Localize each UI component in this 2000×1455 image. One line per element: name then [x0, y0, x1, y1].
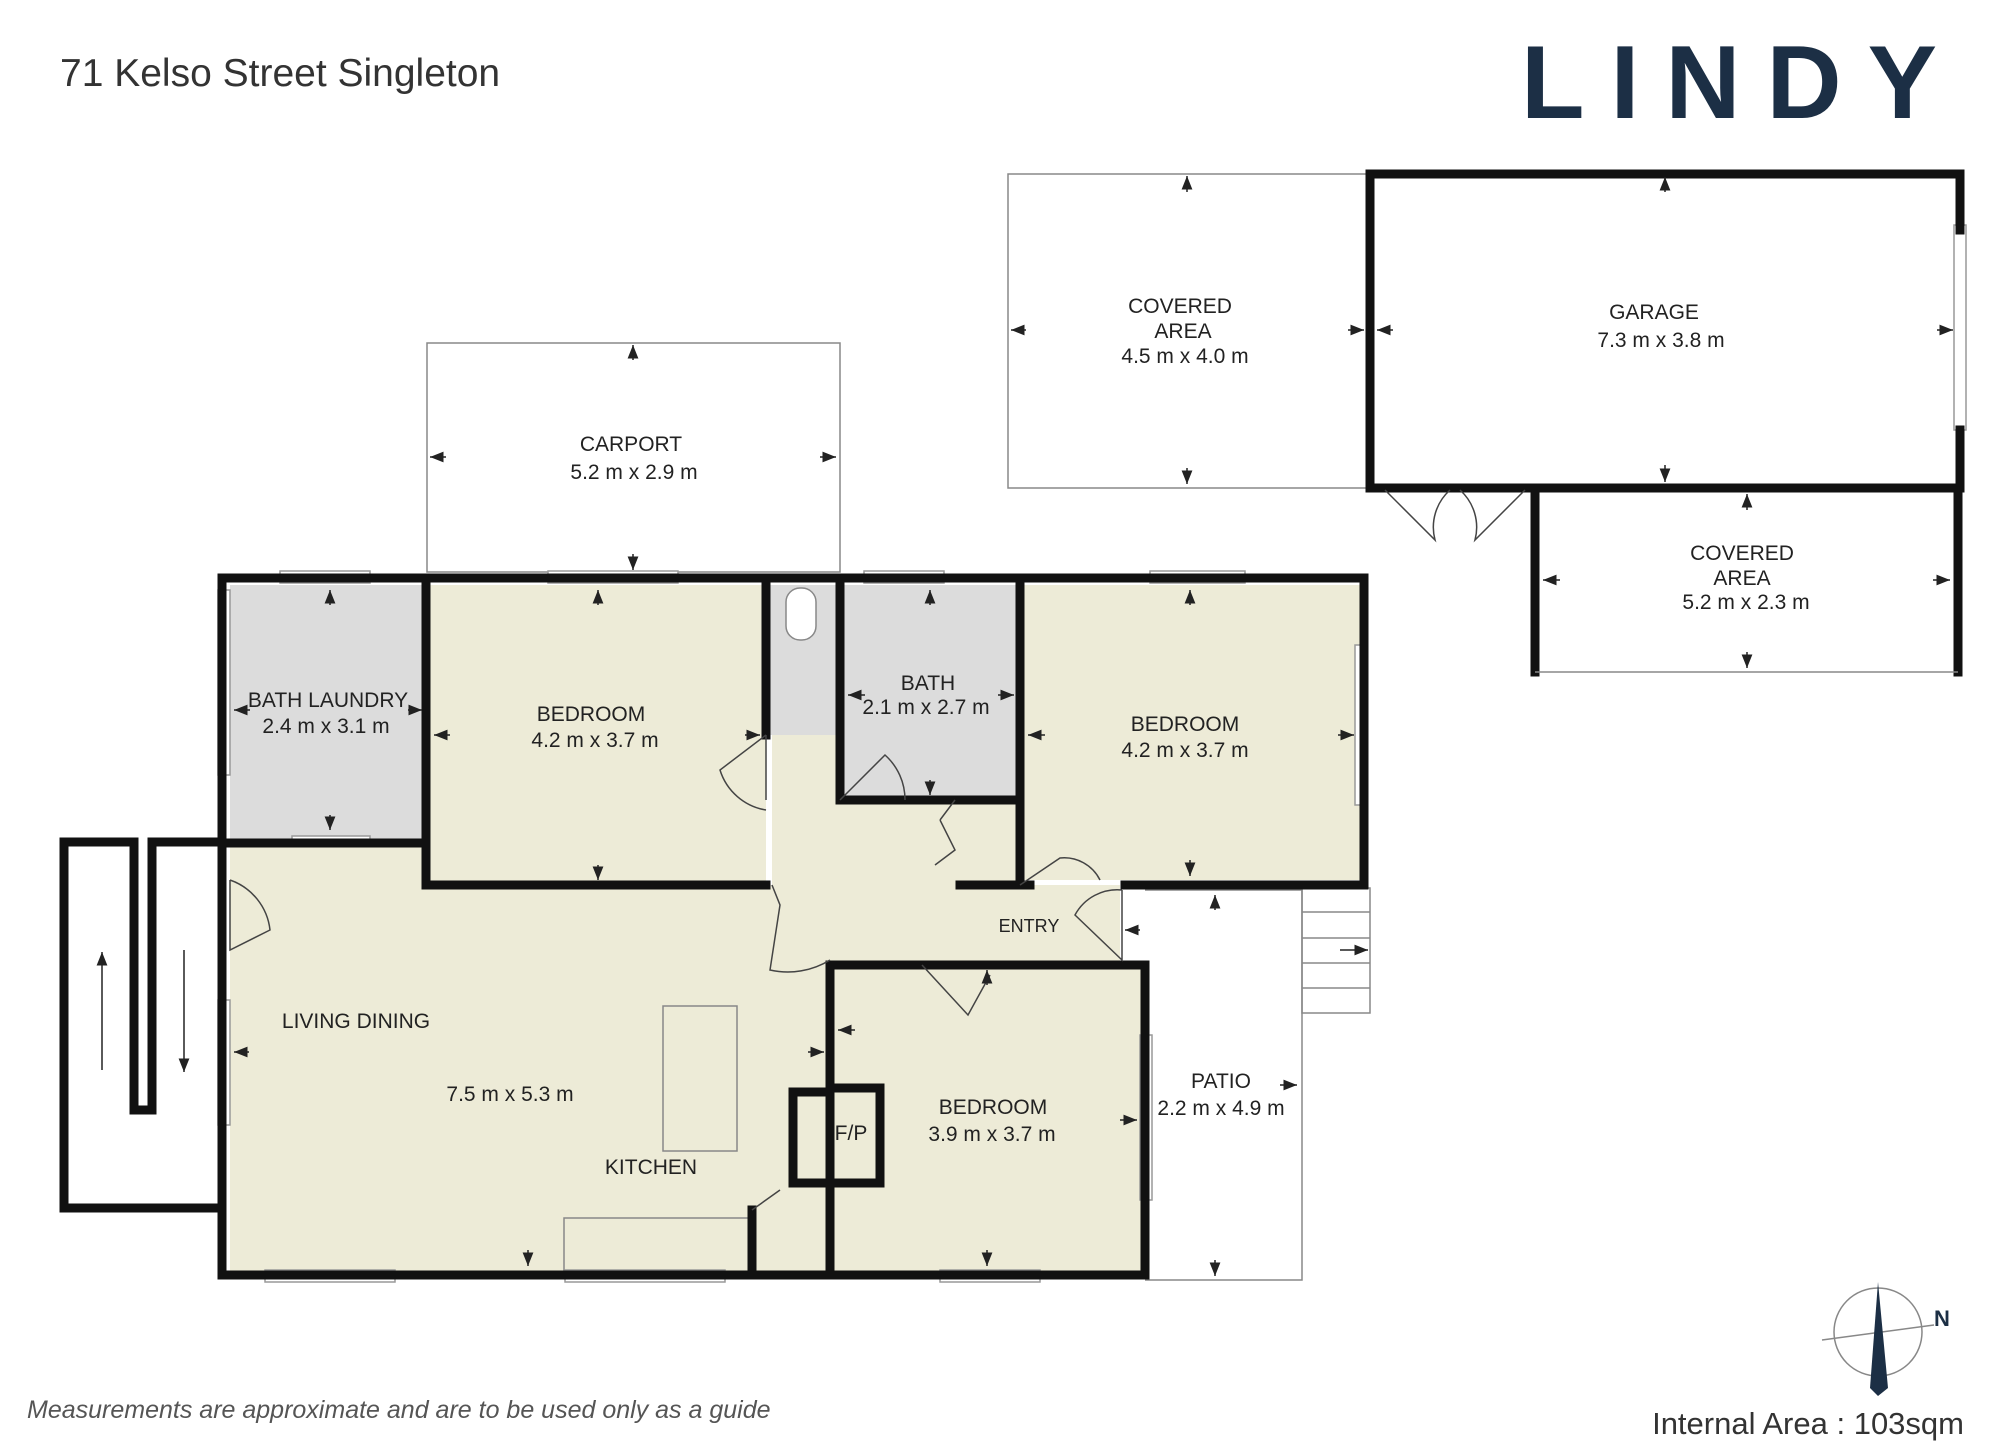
- internal-area-text: Internal Area : 103sqm: [1652, 1406, 1964, 1441]
- garage-wall: [1365, 169, 1965, 493]
- garage-size: 7.3 m x 3.8 m: [1597, 329, 1724, 352]
- bedroom-2-name: BEDROOM: [1131, 713, 1240, 736]
- garage-name: GARAGE: [1609, 301, 1699, 324]
- compass-needle: [1870, 1282, 1888, 1396]
- covered-area-1-size: 4.5 m x 4.0 m: [1121, 345, 1248, 368]
- exterior-wall: [217, 573, 1150, 1280]
- bedroom-1-fill: [426, 585, 766, 885]
- covered-area-1-name-line2: AREA: [1154, 320, 1211, 343]
- entry-name: ENTRY: [999, 916, 1060, 936]
- door-swing: [751, 1189, 781, 1211]
- bath-name: BATH: [901, 672, 955, 695]
- carport-outline: [426, 342, 841, 573]
- covered-area-2-name-line1: COVERED: [1690, 542, 1794, 565]
- covered-area-1-name-line1: COVERED: [1128, 295, 1232, 318]
- bedroom-3-size: 3.9 m x 3.7 m: [928, 1123, 1055, 1146]
- patio-outline: [1145, 889, 1303, 1281]
- door-swing: [921, 964, 991, 1017]
- living-dining-name: LIVING DINING: [282, 1010, 430, 1033]
- brand-logo: LINDY: [1521, 25, 1963, 141]
- kitchen-island: [662, 1005, 738, 1152]
- fireplace-hearth: [788, 1087, 835, 1188]
- fireplace-box: [825, 1083, 885, 1188]
- bedroom-1-size: 4.2 m x 3.7 m: [531, 729, 658, 752]
- bedroom-2-fill: [1020, 585, 1360, 880]
- disclaimer-text: Measurements are approximate and are to …: [27, 1396, 771, 1424]
- door-swing: [1019, 857, 1101, 886]
- toilet-icon: [785, 587, 817, 641]
- compass: N: [1821, 1282, 1950, 1396]
- carport-size: 5.2 m x 2.9 m: [570, 461, 697, 484]
- kitchen-name: KITCHEN: [605, 1156, 697, 1179]
- door-swing: [839, 753, 906, 801]
- fireplace-name: F/P: [835, 1122, 868, 1145]
- compass-north-label: N: [1934, 1306, 1950, 1331]
- bath-laundry-fill: [230, 585, 426, 843]
- plan-title: 71 Kelso Street Singleton: [60, 52, 501, 95]
- room-labels: BATH LAUNDRY 2.4 m x 3.1 m BEDROOM 4.2 m…: [248, 295, 1810, 1179]
- garage-door: [1384, 489, 1526, 543]
- patio-size: 2.2 m x 4.9 m: [1157, 1097, 1284, 1120]
- exterior-wall: [217, 573, 1369, 890]
- bedroom-3-name: BEDROOM: [939, 1096, 1048, 1119]
- window: [1953, 224, 1967, 431]
- bath-fill: [840, 585, 1020, 800]
- covered-area-2-size: 5.2 m x 2.3 m: [1682, 591, 1809, 614]
- walls: [59, 169, 1965, 1280]
- living-dining-fill: [230, 735, 1120, 1275]
- dimension-arrows: [96, 176, 1953, 1276]
- doors: [229, 489, 1526, 1211]
- bath-laundry-name: BATH LAUNDRY: [248, 689, 408, 712]
- door-swing: [229, 879, 271, 952]
- bedroom-2-size: 4.2 m x 3.7 m: [1121, 739, 1248, 762]
- bath-laundry-size: 2.4 m x 3.1 m: [262, 715, 389, 738]
- door-swing: [719, 734, 767, 811]
- room-fills: [230, 585, 1360, 1275]
- living-dining-size: 7.5 m x 5.3 m: [446, 1083, 573, 1106]
- door-swing: [934, 799, 956, 866]
- ramp-wall: [59, 837, 227, 1213]
- covered-area-2-name-line2: AREA: [1713, 567, 1770, 590]
- door-swing: [769, 884, 831, 973]
- bedroom-1-name: BEDROOM: [537, 703, 646, 726]
- carport-name: CARPORT: [580, 433, 682, 456]
- bath-size: 2.1 m x 2.7 m: [862, 696, 989, 719]
- door-swing: [1074, 889, 1123, 962]
- patio-name: PATIO: [1191, 1070, 1251, 1093]
